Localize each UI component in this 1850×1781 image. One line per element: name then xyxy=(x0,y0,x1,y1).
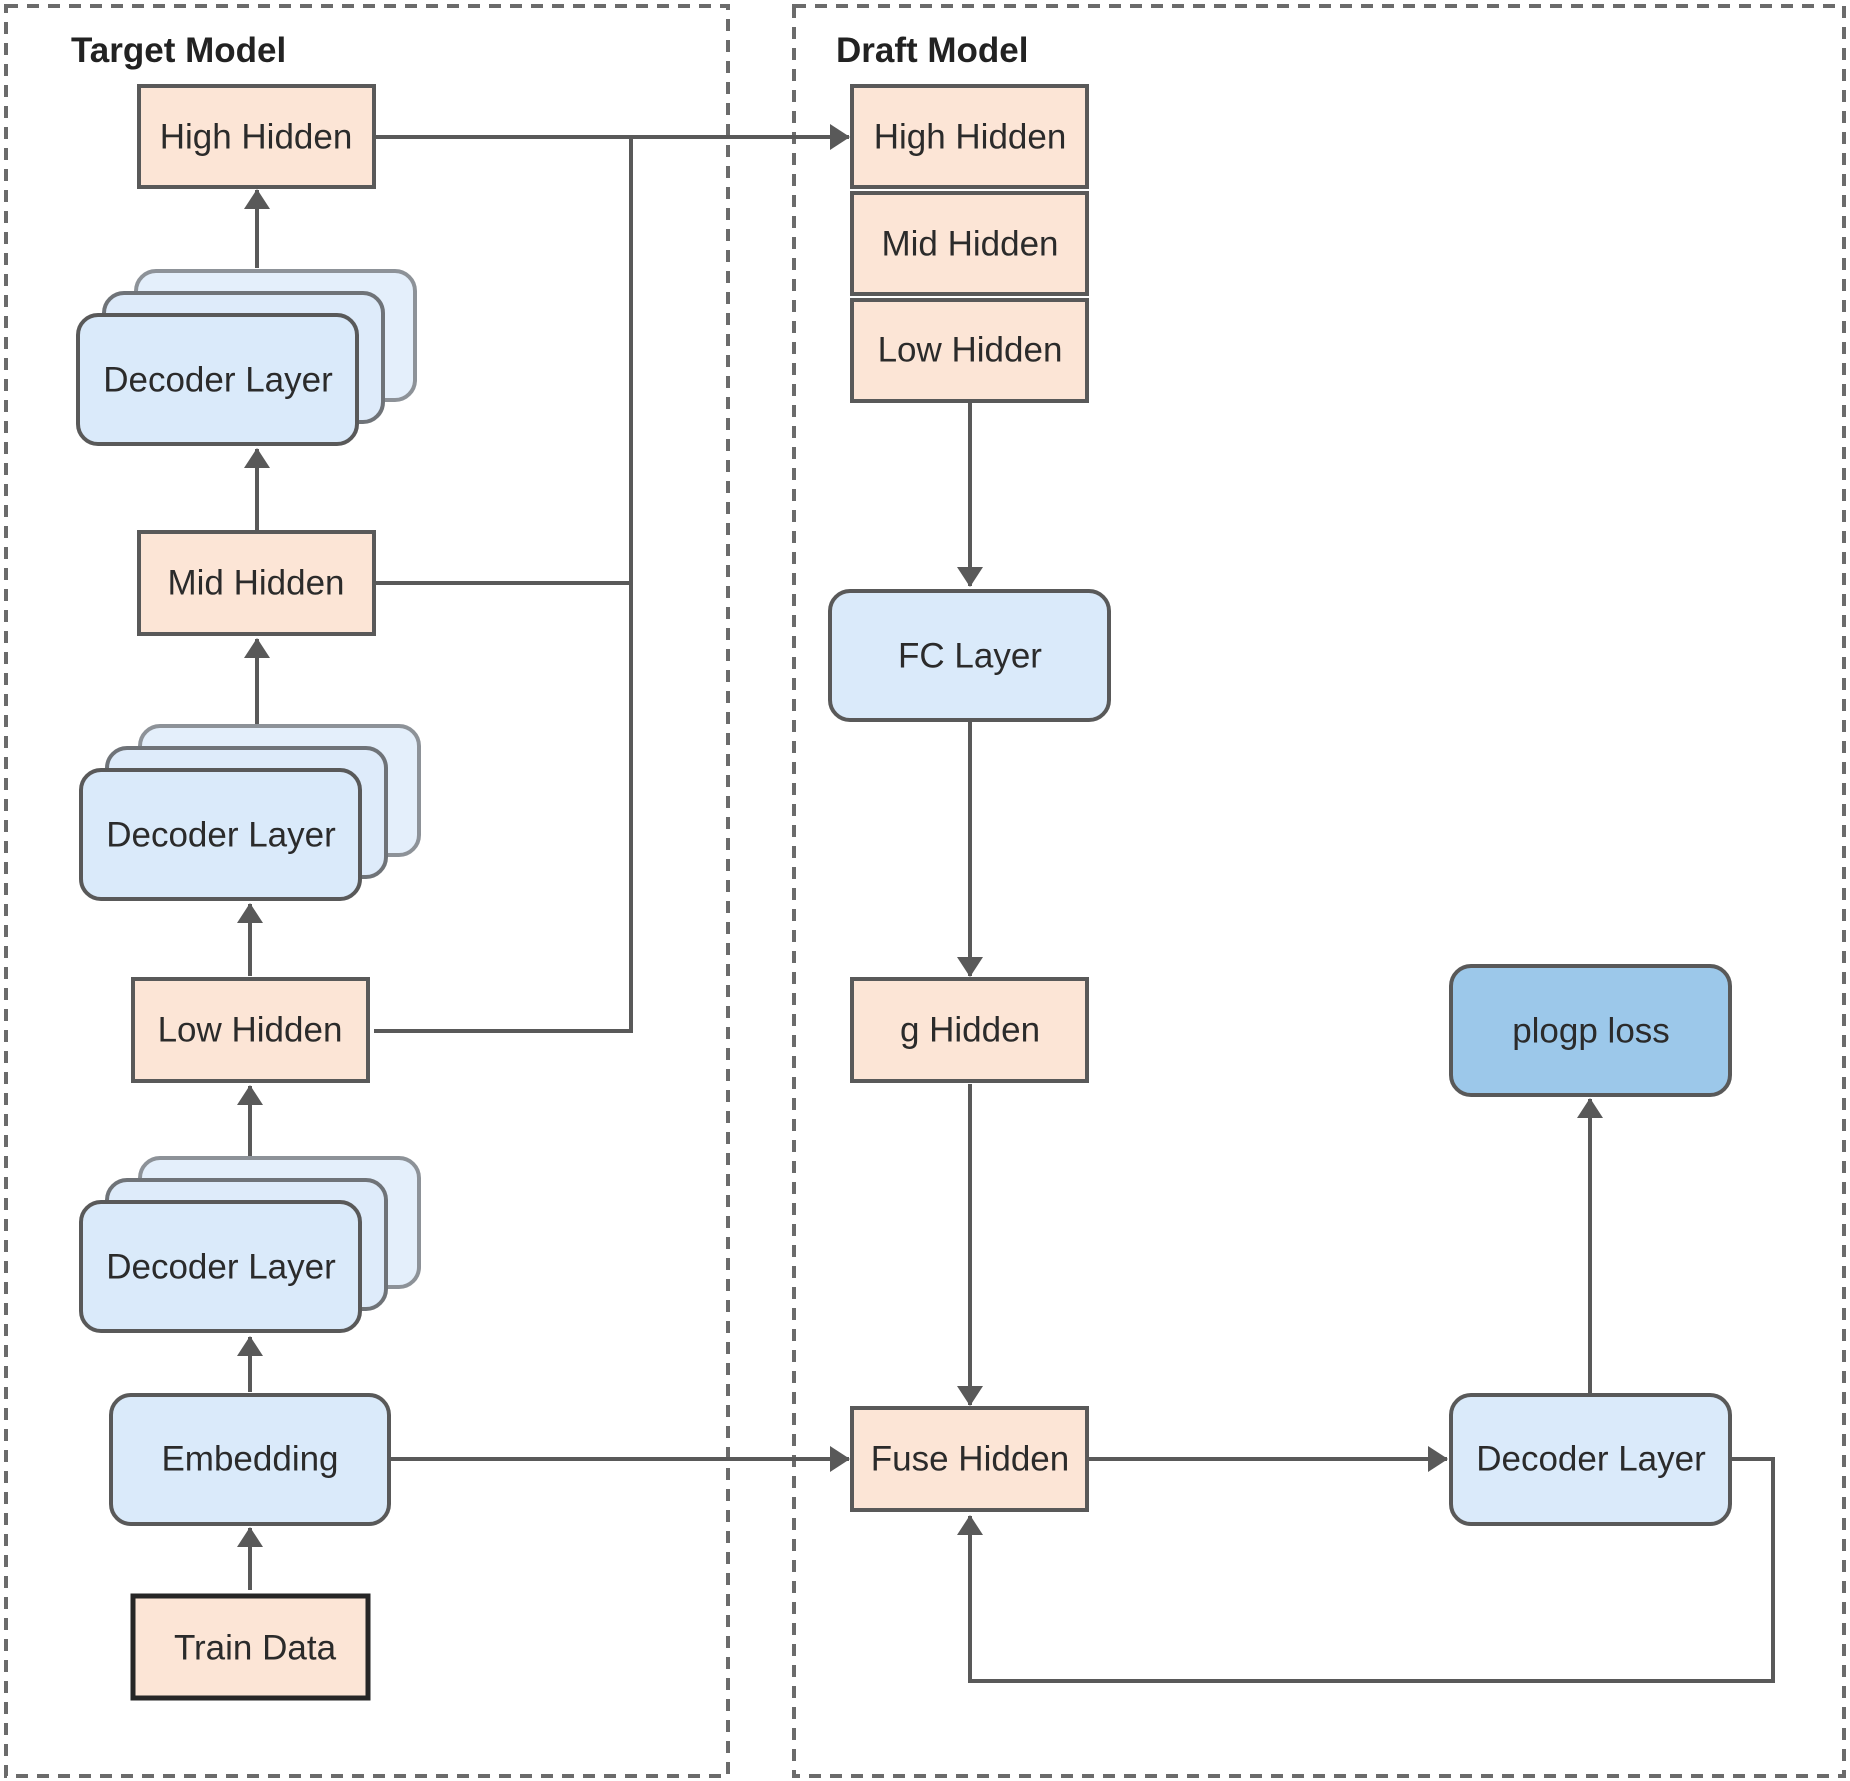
draft-model-title: Draft Model xyxy=(836,31,1029,70)
target-model-title: Target Model xyxy=(71,31,286,70)
target-embedding-label: Embedding xyxy=(161,1440,338,1479)
draft-loss-label: plogp loss xyxy=(1512,1012,1670,1051)
target-mid-hidden: Mid Hidden xyxy=(137,530,376,636)
draft-low-hidden-label: Low Hidden xyxy=(878,331,1063,370)
target-decoder-bottom-label: Decoder Layer xyxy=(106,1248,336,1287)
target-decoder-stack-mid: Decoder Layer xyxy=(79,724,421,901)
target-decoder-mid-label: Decoder Layer xyxy=(106,816,336,855)
target-low-hidden-label: Low Hidden xyxy=(158,1011,343,1050)
draft-decoder-layer-label: Decoder Layer xyxy=(1476,1440,1706,1479)
target-low-hidden: Low Hidden xyxy=(131,977,370,1083)
draft-decoder-layer: Decoder Layer xyxy=(1449,1393,1732,1526)
edge-decoder-feedback-to-fuse xyxy=(957,1457,1775,1683)
target-decoder-stack-bottom: Decoder Layer xyxy=(79,1156,421,1333)
draft-hidden-stack: High Hidden Mid Hidden Low Hidden xyxy=(850,84,1089,403)
train-data-label: Train Data xyxy=(174,1629,337,1668)
target-decoder-top-label: Decoder Layer xyxy=(103,361,333,400)
draft-g-hidden: g Hidden xyxy=(850,977,1089,1083)
draft-high-hidden-label: High Hidden xyxy=(874,118,1067,157)
draft-fc-layer: FC Layer xyxy=(828,589,1111,722)
target-model-panel: Target Model xyxy=(4,4,730,1778)
hidden-bus xyxy=(374,124,850,1033)
target-mid-hidden-label: Mid Hidden xyxy=(167,564,344,603)
target-embedding: Embedding xyxy=(109,1393,391,1526)
draft-fuse-hidden-label: Fuse Hidden xyxy=(871,1440,1069,1479)
target-decoder-stack-top: Decoder Layer xyxy=(76,269,417,446)
draft-model-panel: Draft Model xyxy=(792,4,1846,1778)
draft-fc-layer-label: FC Layer xyxy=(898,637,1042,676)
draft-loss: plogp loss xyxy=(1449,964,1732,1097)
target-high-hidden-label: High Hidden xyxy=(160,118,353,157)
target-edges xyxy=(237,189,270,1590)
draft-edges xyxy=(390,402,1775,1683)
draft-g-hidden-label: g Hidden xyxy=(900,1011,1040,1050)
draft-fuse-hidden: Fuse Hidden xyxy=(850,1406,1089,1512)
target-high-hidden: High Hidden xyxy=(137,84,376,189)
draft-mid-hidden-label: Mid Hidden xyxy=(881,225,1058,264)
train-data: Train Data xyxy=(130,1593,371,1701)
edge-low-hidden-to-bus xyxy=(374,137,633,1033)
